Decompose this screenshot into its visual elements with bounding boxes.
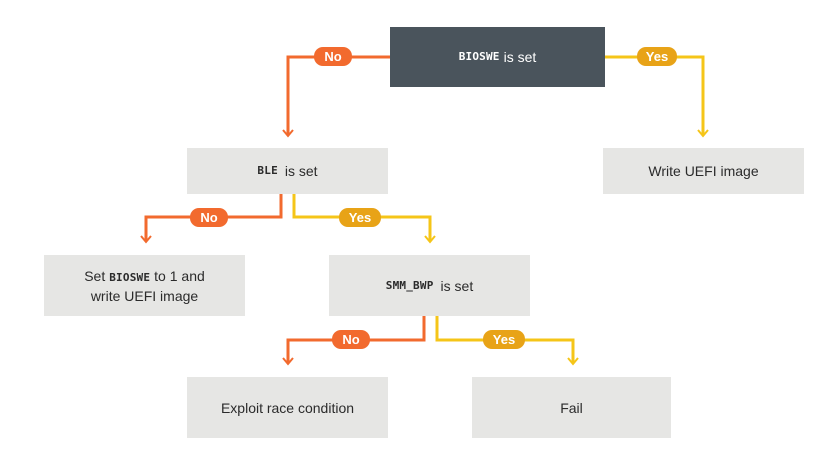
yes-badge-ble: Yes — [339, 208, 381, 227]
arrowhead-set-bioswe — [140, 235, 152, 244]
yes-badge-bioswe: Yes — [637, 47, 677, 66]
exploit-node: Exploit race condition — [187, 377, 388, 438]
smm-bwp-node: SMM_BWP is set — [329, 255, 530, 316]
exploit-text: Exploit race condition — [220, 399, 355, 416]
set-bioswe-code: BIOSWE — [109, 270, 151, 284]
ble-node: BLE is set — [187, 148, 388, 194]
bioswe-code: BIOSWE — [458, 50, 500, 63]
set-bioswe-post: to 1 and — [154, 267, 205, 284]
arrowhead-write-uefi — [697, 129, 709, 138]
no-badge-ble: No — [190, 208, 228, 227]
no-badge-smm: No — [332, 330, 370, 349]
write-uefi-node: Write UEFI image — [603, 148, 804, 194]
ble-code: BLE — [257, 164, 278, 177]
arrowhead-fail — [567, 357, 579, 366]
arrowhead-ble — [282, 129, 294, 138]
yes-badge-smm: Yes — [483, 330, 525, 349]
connector-bioswe-no — [286, 55, 390, 135]
arrowhead-exploit — [282, 357, 294, 366]
smm-bwp-code: SMM_BWP — [385, 278, 434, 292]
set-bioswe-line2: write UEFI image — [90, 287, 199, 304]
bioswe-text: is set — [503, 49, 537, 65]
ble-text: is set — [284, 163, 318, 179]
fail-text: Fail — [560, 399, 583, 416]
no-badge-bioswe: No — [314, 47, 352, 66]
set-bioswe-pre: Set — [84, 267, 106, 284]
write-uefi-text: Write UEFI image — [648, 163, 759, 179]
smm-bwp-text: is set — [440, 277, 474, 294]
arrowhead-smm-bwp — [424, 235, 436, 244]
connector-bioswe-yes — [605, 55, 705, 135]
fail-node: Fail — [472, 377, 671, 438]
